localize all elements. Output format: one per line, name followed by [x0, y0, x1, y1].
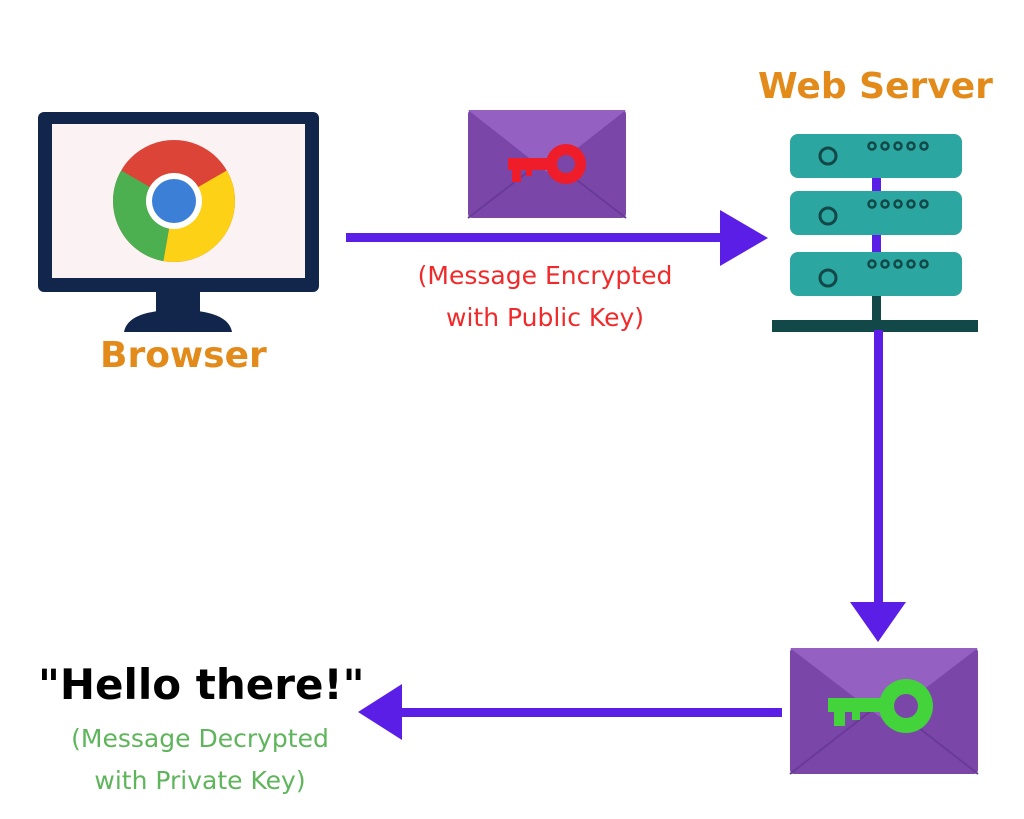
arrow-to-message: [358, 684, 782, 740]
encrypted-envelope-icon: [467, 110, 627, 219]
decrypt-caption-line1: (Message Decrypted: [71, 724, 329, 753]
browser-label: Browser: [100, 335, 267, 376]
monitor-icon: [38, 112, 319, 332]
private-key-icon: [828, 679, 933, 733]
encrypt-caption-line2: with Public Key): [446, 303, 644, 332]
arrow-to-server: [346, 210, 768, 266]
encrypt-caption-line1: (Message Encrypted: [417, 261, 673, 290]
decrypt-caption-line2: with Private Key): [94, 766, 306, 795]
chrome-logo-icon: [113, 140, 235, 263]
decrypt-caption: (Message Decrypted with Private Key): [30, 718, 370, 802]
server-rack-icon: [772, 134, 978, 332]
server-label: Web Server: [758, 66, 993, 107]
encrypt-caption: (Message Encrypted with Public Key): [385, 255, 705, 339]
decrypted-message: "Hello there!": [38, 660, 365, 709]
decrypted-envelope-icon: [789, 648, 979, 775]
public-key-icon: [508, 144, 586, 184]
arrow-down: [850, 330, 906, 642]
